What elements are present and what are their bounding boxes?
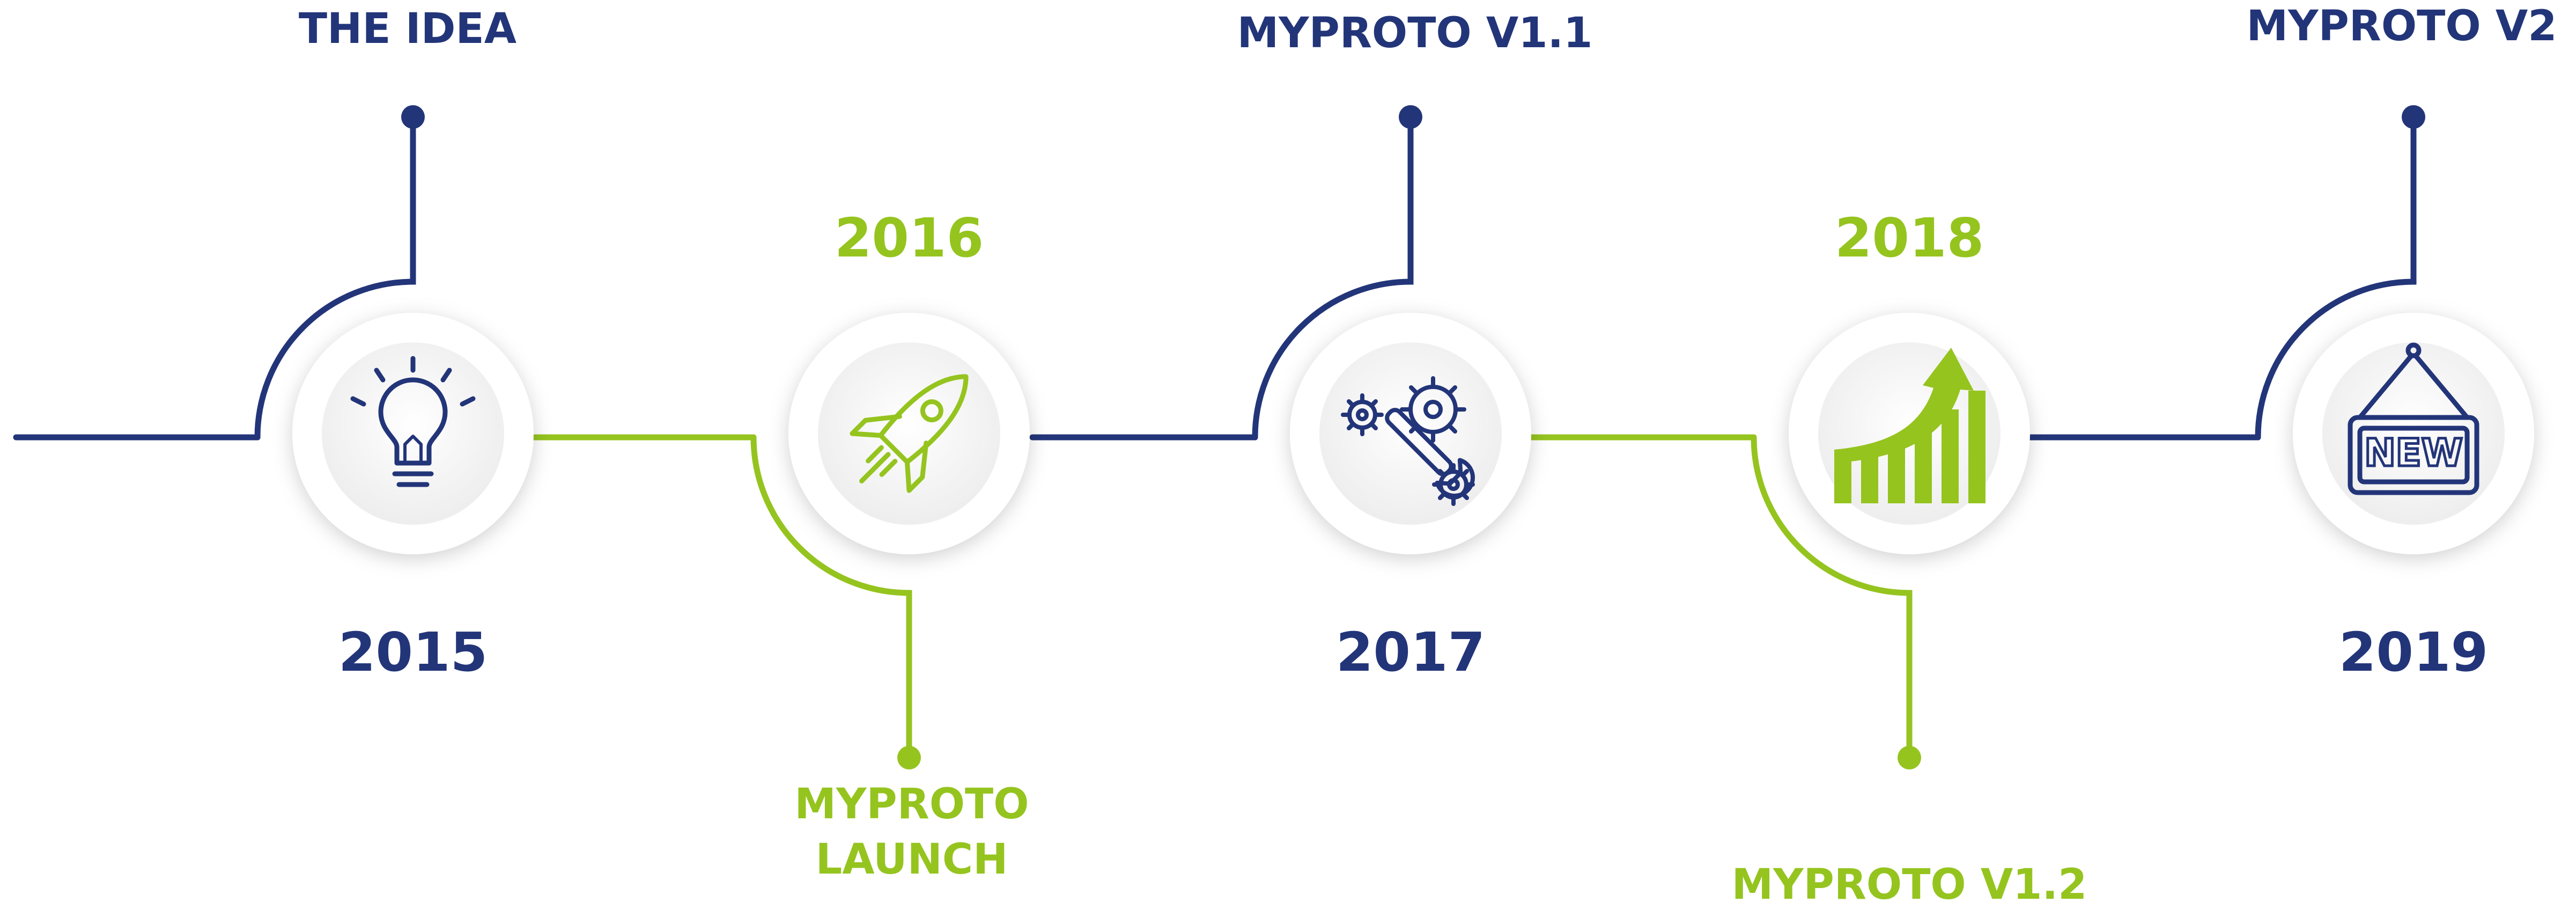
connector-arc-2018 <box>1751 434 1913 760</box>
label-myproto-v1-2: MYPROTO V1.2 <box>1732 861 2087 902</box>
year-2016: 2016 <box>835 207 984 269</box>
lightbulb-icon <box>350 356 476 487</box>
milestone-circle-2016 <box>788 313 1030 554</box>
connector-arc-2019 <box>2255 115 2417 441</box>
dot-2016 <box>897 746 921 769</box>
dot-2019 <box>2402 105 2425 129</box>
year-2015: 2015 <box>338 621 488 684</box>
label-the-idea: THE IDEA <box>299 5 516 53</box>
label-myproto-v2: MYPROTO V2 <box>2247 2 2557 50</box>
timeline-connectors <box>13 115 2417 760</box>
dot-2015 <box>401 105 425 129</box>
milestone-circle-2015 <box>292 313 534 554</box>
milestone-circle-2019 <box>2293 313 2534 554</box>
year-2018: 2018 <box>1835 207 1984 269</box>
year-labels: 2015 2016 2017 2018 2019 <box>338 207 2488 684</box>
label-myproto-launch-line1: MYPROTO <box>794 780 1029 828</box>
dot-2017 <box>1399 105 1422 129</box>
rocket-icon <box>850 374 969 493</box>
gears-wrench-icon <box>1341 376 1475 506</box>
year-2019: 2019 <box>2339 621 2488 684</box>
label-myproto-v1-1: MYPROTO V1.1 <box>1237 9 1593 57</box>
new-sign-text: NEW <box>2364 431 2463 475</box>
new-sign-icon: NEW <box>2348 342 2479 495</box>
label-myproto-launch-line2: LAUNCH <box>816 835 1008 884</box>
growth-chart-icon <box>1834 348 1985 503</box>
milestone-labels: THE IDEA MYPROTO LAUNCH MYPROTO V1.1 MYP… <box>299 2 2557 902</box>
connector-arc-2017 <box>1252 115 1414 441</box>
milestone-circle-2017 <box>1290 313 1531 554</box>
connector-arc-2016 <box>750 434 912 760</box>
connector-dots <box>401 105 2425 769</box>
dot-2018 <box>1898 746 1921 769</box>
connector-arc-2015 <box>254 115 416 441</box>
year-2017: 2017 <box>1336 621 1485 684</box>
